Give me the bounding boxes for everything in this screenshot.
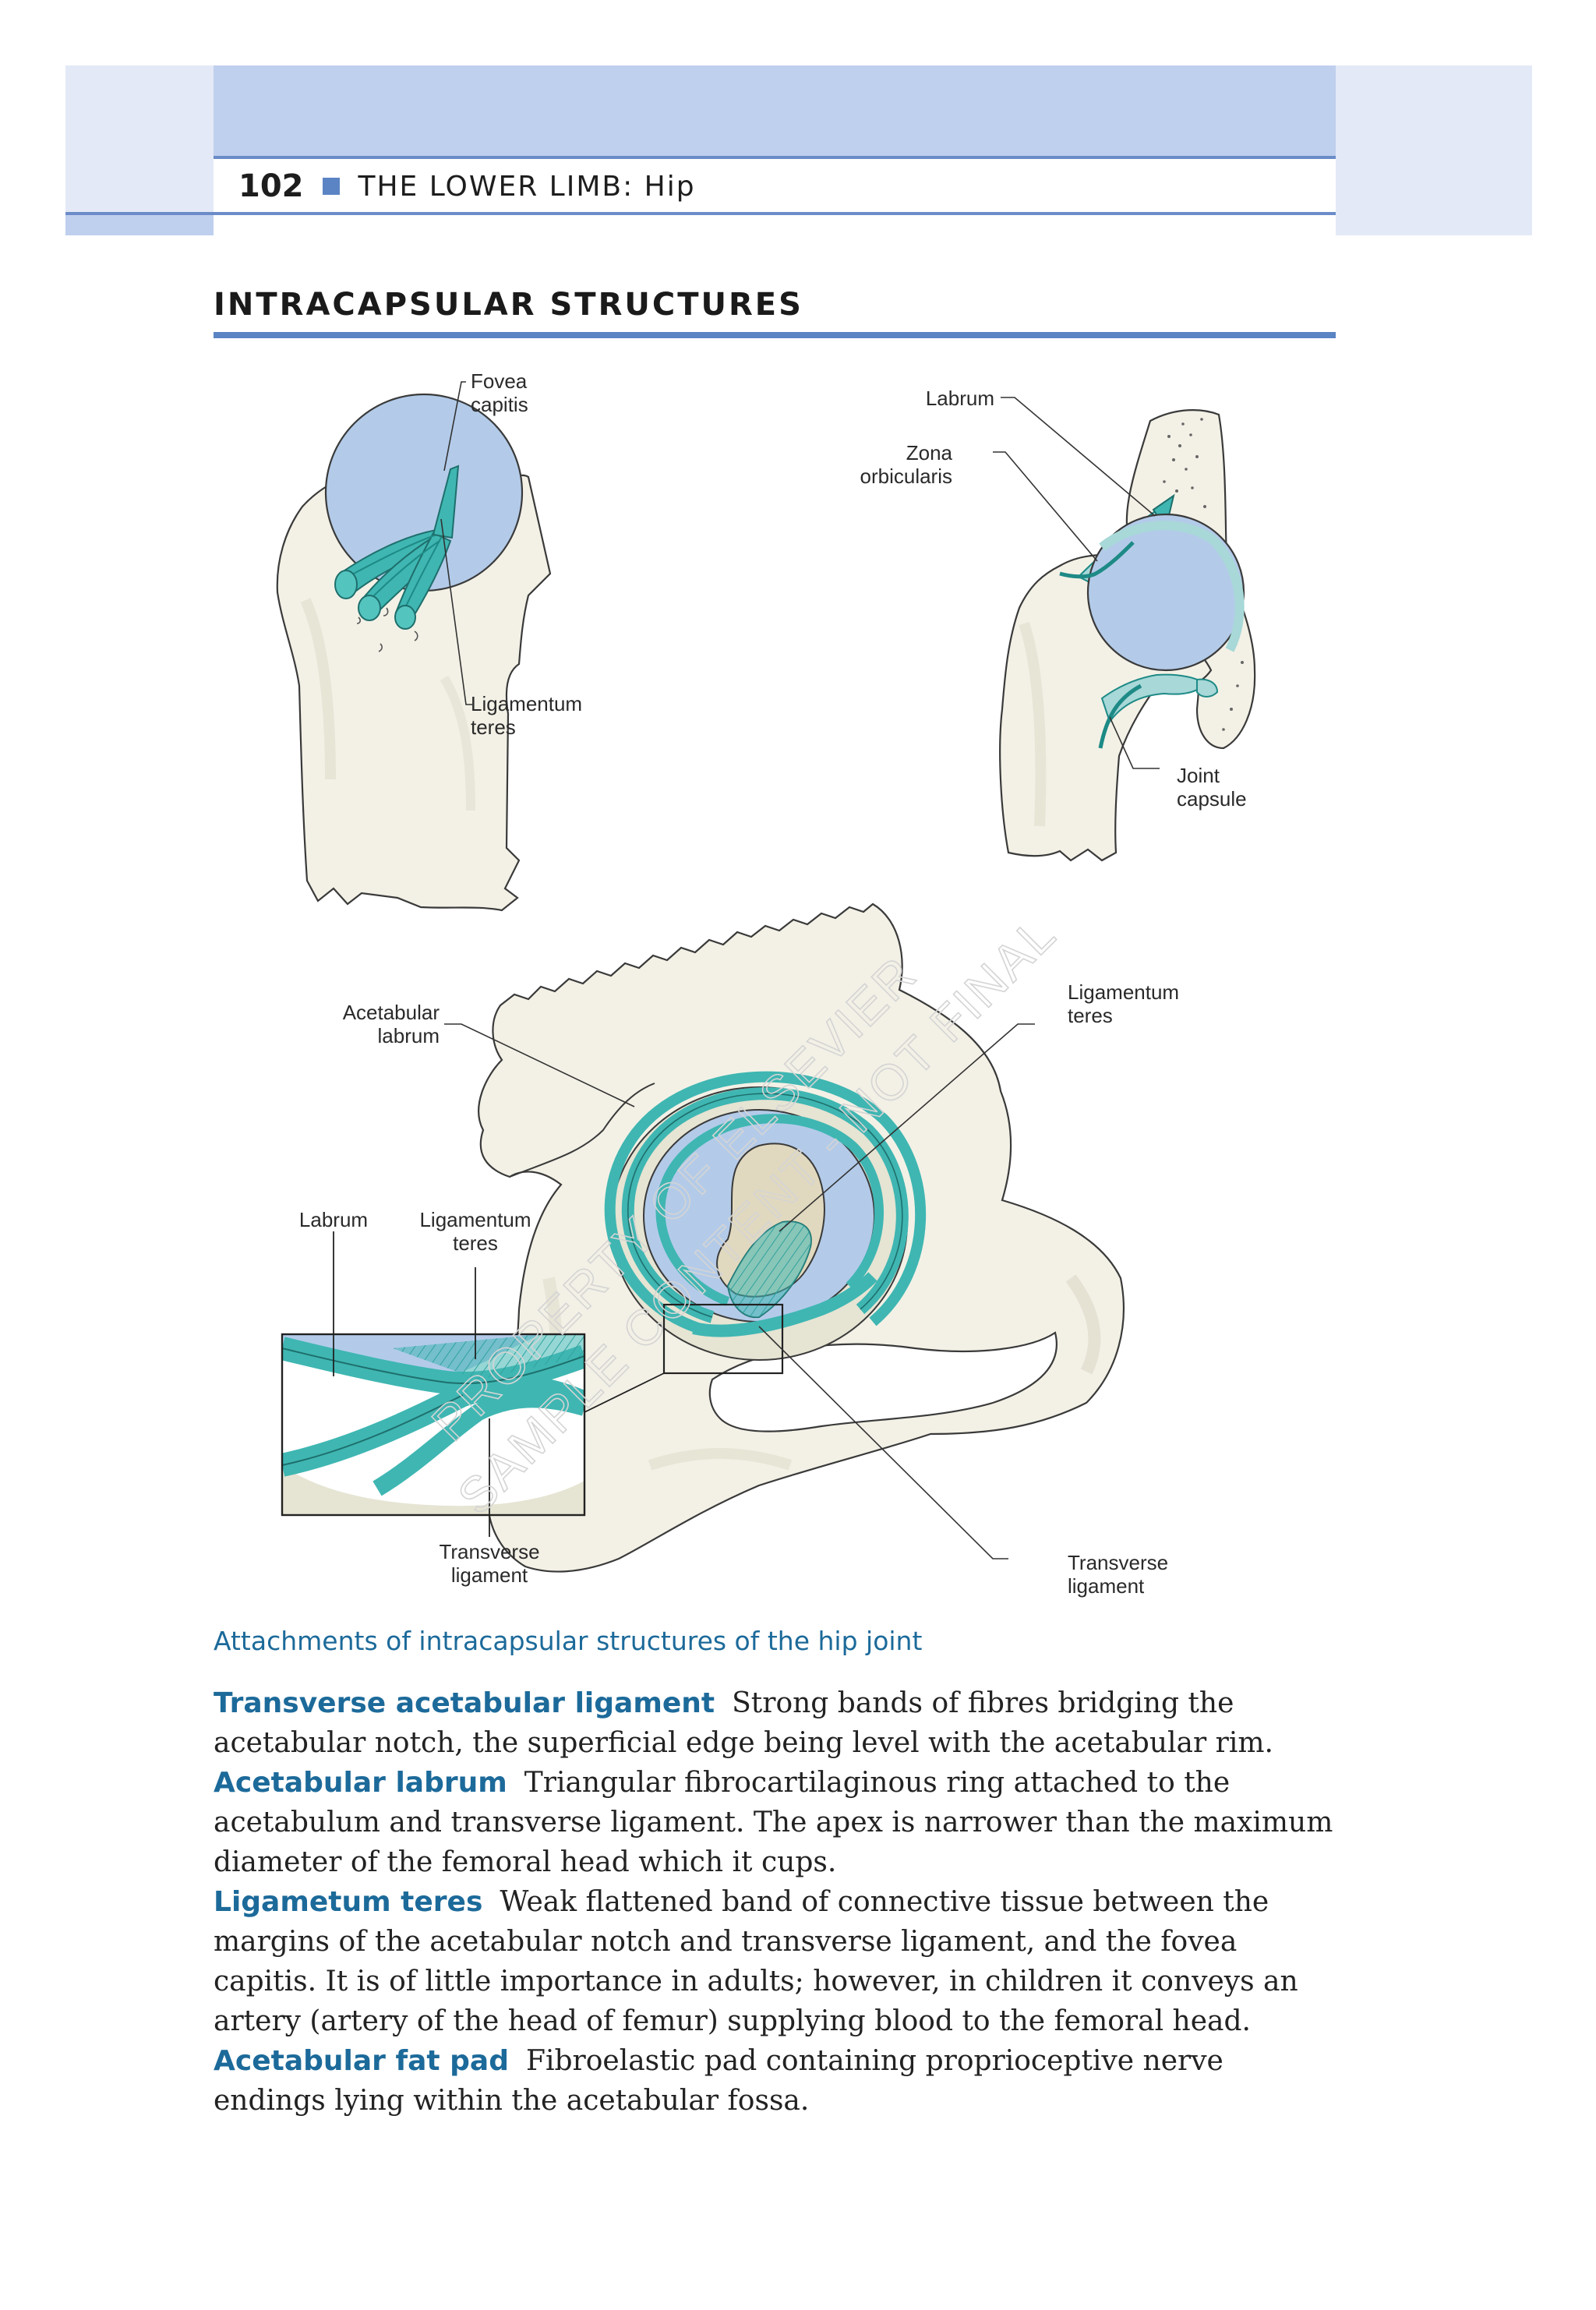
label-zona-2: orbicularis bbox=[860, 464, 953, 488]
header-strip-left bbox=[65, 215, 214, 235]
section-rule bbox=[214, 332, 1336, 338]
header-band-left bbox=[65, 65, 214, 235]
label-fovea-capitis-1: Fovea bbox=[471, 369, 528, 393]
definition-term: Ligametum teres bbox=[214, 1886, 482, 1918]
header-band-right bbox=[1336, 65, 1532, 235]
label-acetabular-labrum-1: Acetabular bbox=[343, 1001, 440, 1024]
label-ligamentum-teres-top-2: teres bbox=[471, 715, 516, 739]
label-ligamentum-teres-inset-1: Ligamentum bbox=[419, 1208, 531, 1231]
label-transverse-ligament-right-2: ligament bbox=[1068, 1574, 1145, 1598]
figure-caption: Attachments of intracapsular structures … bbox=[214, 1626, 922, 1656]
label-labrum-top: Labrum bbox=[926, 387, 994, 410]
label-joint-capsule-2: capsule bbox=[1177, 787, 1247, 811]
label-joint-capsule-1: Joint bbox=[1177, 764, 1220, 787]
running-header: 102 THE LOWER LIMB: Hip bbox=[238, 167, 696, 206]
label-zona-1: Zona bbox=[906, 441, 953, 464]
square-bullet-icon bbox=[323, 178, 340, 195]
definition-term: Acetabular labrum bbox=[214, 1767, 507, 1799]
chapter-title: THE LOWER LIMB: Hip bbox=[358, 171, 696, 203]
definition-term: Acetabular fat pad bbox=[214, 2045, 509, 2077]
label-acetabular-labrum-2: labrum bbox=[378, 1024, 440, 1047]
label-transverse-ligament-right-1: Transverse bbox=[1068, 1551, 1168, 1574]
label-ligamentum-teres-inset-2: teres bbox=[453, 1231, 498, 1255]
header-band bbox=[214, 65, 1336, 156]
page-number: 102 bbox=[238, 168, 304, 204]
section-title: INTRACAPSULAR STRUCTURES bbox=[214, 287, 803, 323]
femur-head-view: Fovea capitis Ligamentum teres bbox=[277, 369, 582, 910]
label-ligamentum-teres-right-1: Ligamentum bbox=[1068, 980, 1179, 1004]
label-ligamentum-teres-right-2: teres bbox=[1068, 1004, 1113, 1027]
label-transverse-ligament-left-2: ligament bbox=[451, 1563, 528, 1587]
hip-coronal-section: Labrum Zona orbicularis Joint capsule bbox=[860, 387, 1255, 860]
anatomy-figure: Fovea capitis Ligamentum teres bbox=[214, 343, 1336, 1629]
label-fovea-capitis-2: capitis bbox=[471, 393, 528, 416]
label-transverse-ligament-left-1: Transverse bbox=[439, 1540, 539, 1563]
label-labrum-inset: Labrum bbox=[299, 1208, 368, 1231]
header-rule-bottom bbox=[65, 212, 1336, 215]
hip-illustration: Fovea capitis Ligamentum teres bbox=[214, 343, 1336, 1629]
label-ligamentum-teres-top-1: Ligamentum bbox=[471, 692, 582, 715]
definition-term: Transverse acetabular ligament bbox=[214, 1687, 715, 1719]
